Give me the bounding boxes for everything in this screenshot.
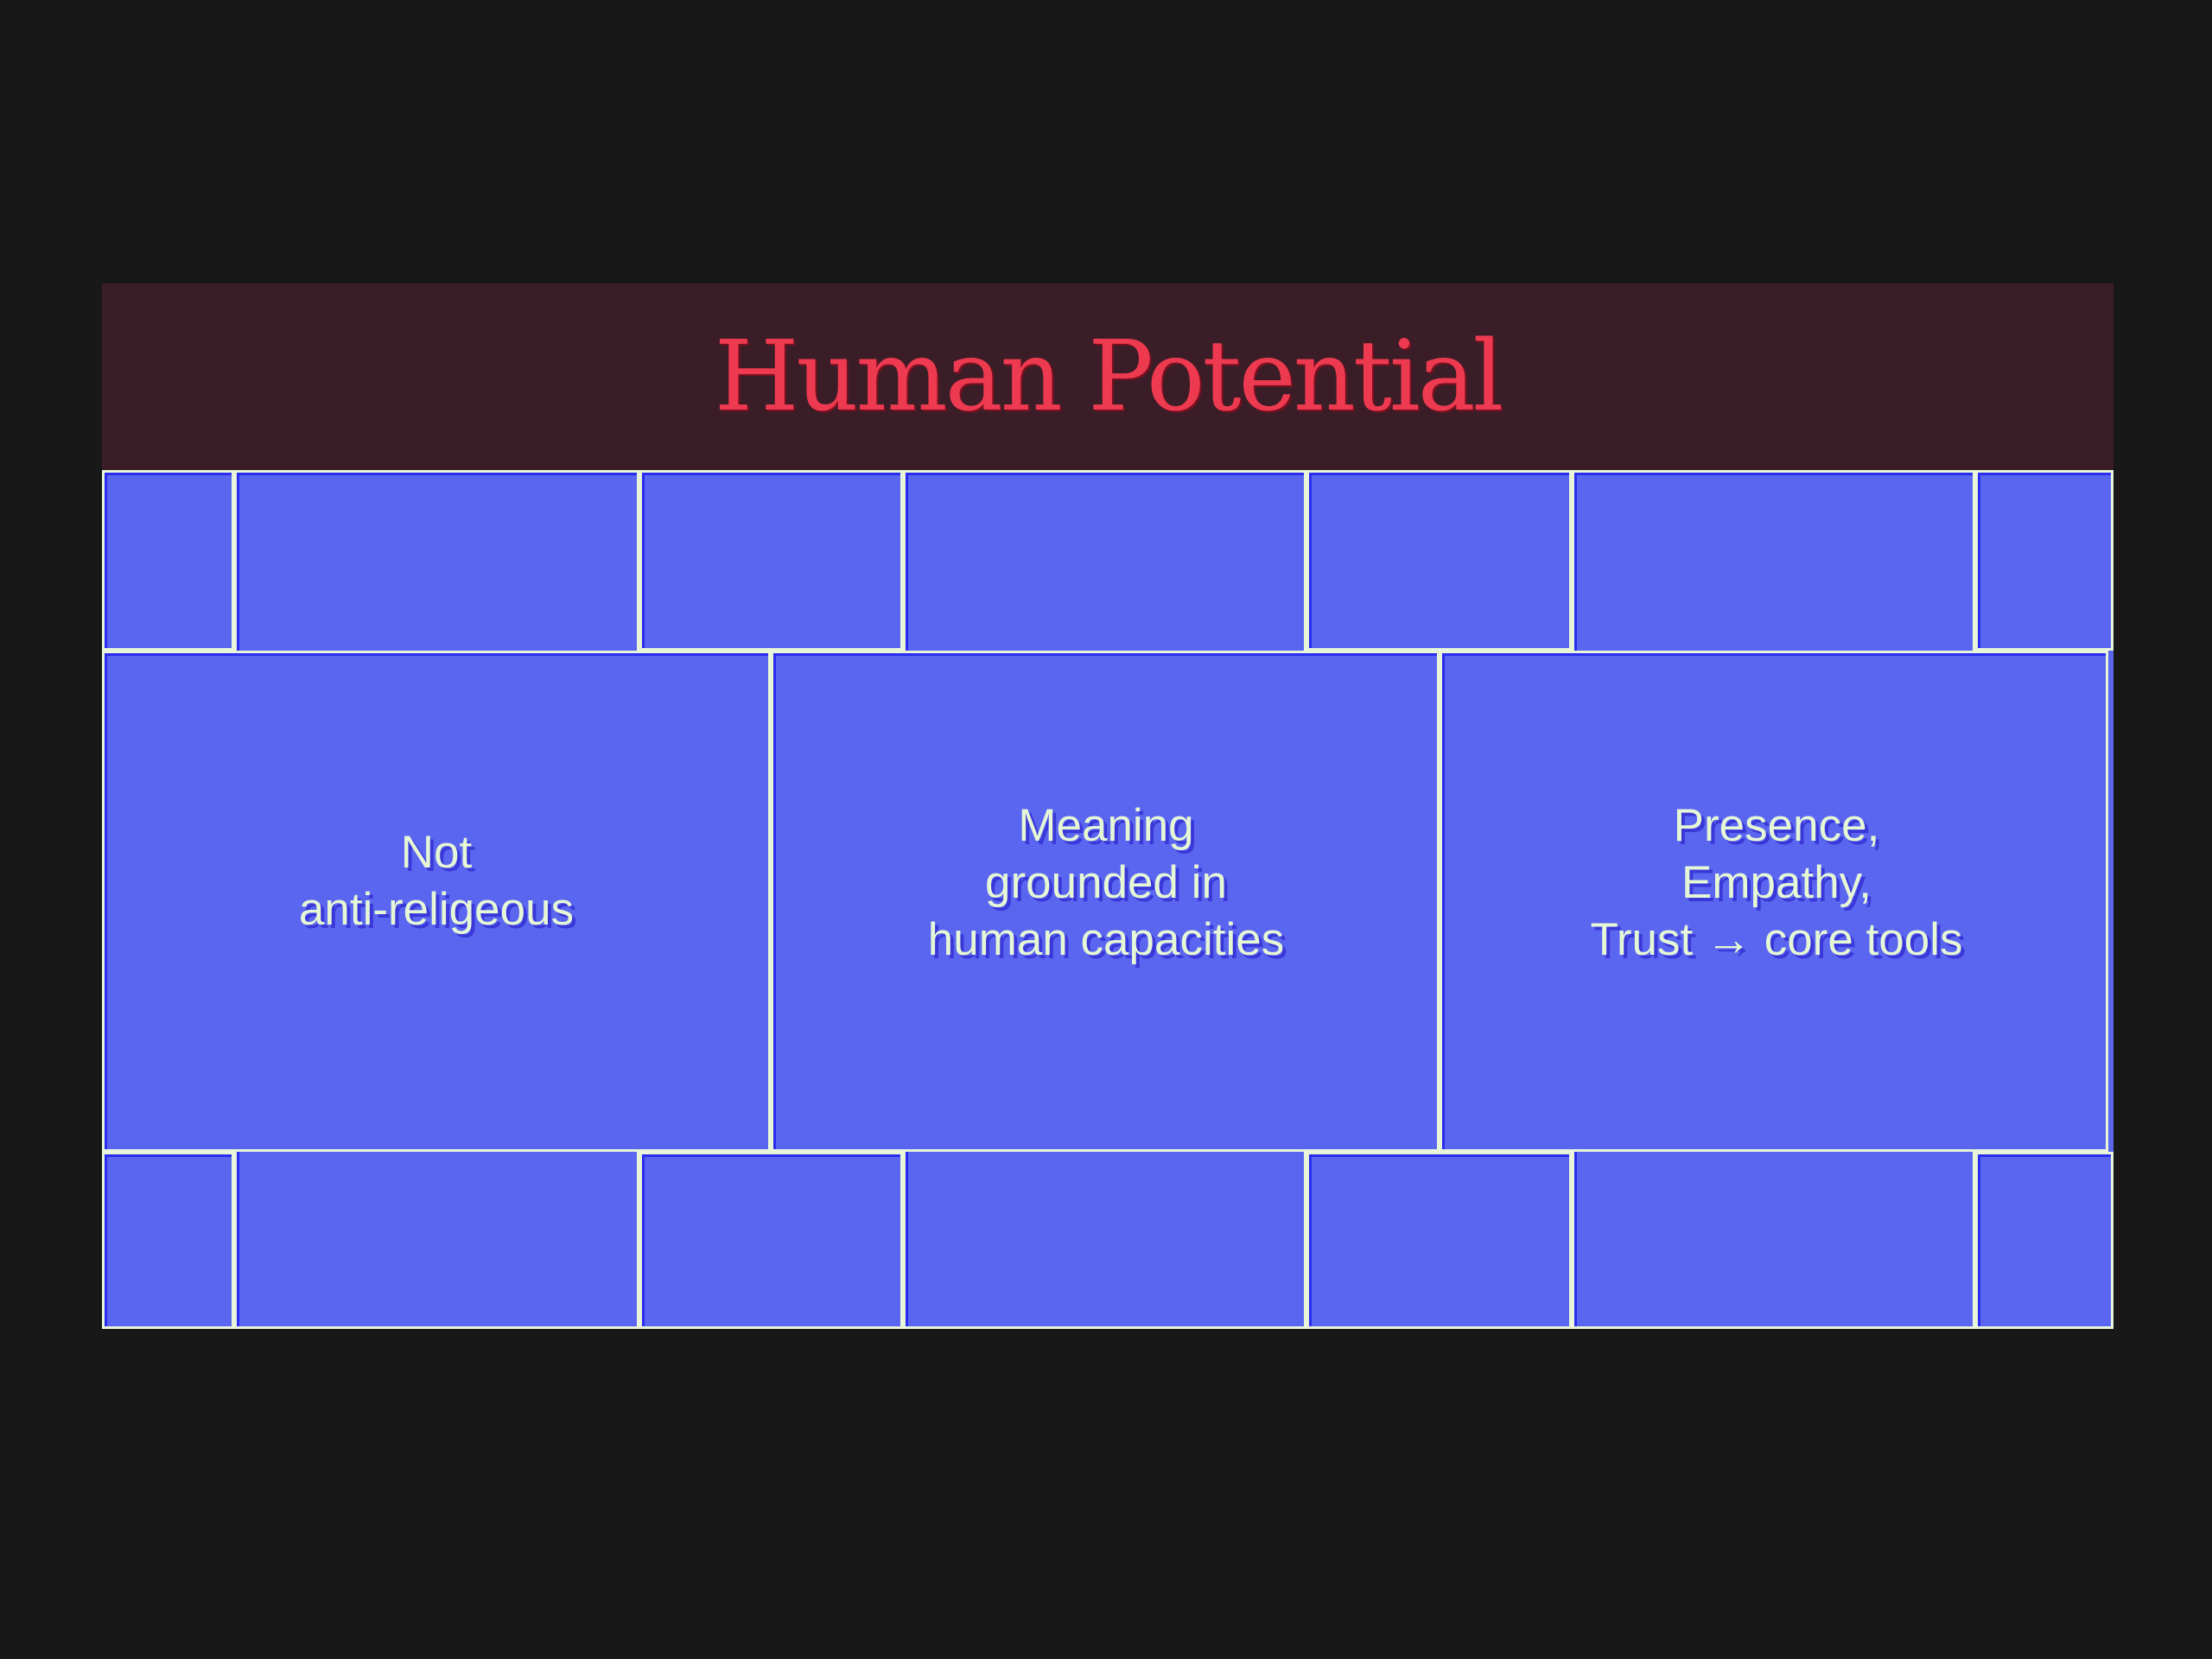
corner-square <box>1306 470 1572 651</box>
corner-square <box>1975 470 2113 651</box>
card-3 <box>1440 651 2108 1152</box>
card-1 <box>102 651 771 1152</box>
card-line: human capacities <box>927 914 1285 965</box>
card-line: Not <box>400 827 473 878</box>
card-3-text: Presence, Empathy, Trust → core tools <box>1591 798 1963 969</box>
corner-square <box>102 470 234 651</box>
corner-square <box>639 470 903 651</box>
slide-title: Human Potential <box>714 321 1504 433</box>
card-line: Trust → core tools <box>1590 914 1963 965</box>
card-line: Meaning <box>1018 800 1194 851</box>
corner-square <box>1306 1152 1572 1329</box>
corner-square <box>1975 1152 2113 1329</box>
title-banner: Human Potential <box>102 283 2113 470</box>
corner-square <box>102 1152 234 1329</box>
card-line: Empathy, <box>1681 857 1872 908</box>
card-2 <box>771 651 1440 1152</box>
card-1-text: Not anti-religeous <box>299 824 574 938</box>
corner-square <box>639 1152 903 1329</box>
card-line: grounded in <box>985 857 1227 908</box>
card-line: Presence, <box>1673 800 1880 851</box>
card-2-text: Meaning grounded in human capacities <box>928 798 1284 969</box>
card-line: anti-religeous <box>298 884 575 935</box>
